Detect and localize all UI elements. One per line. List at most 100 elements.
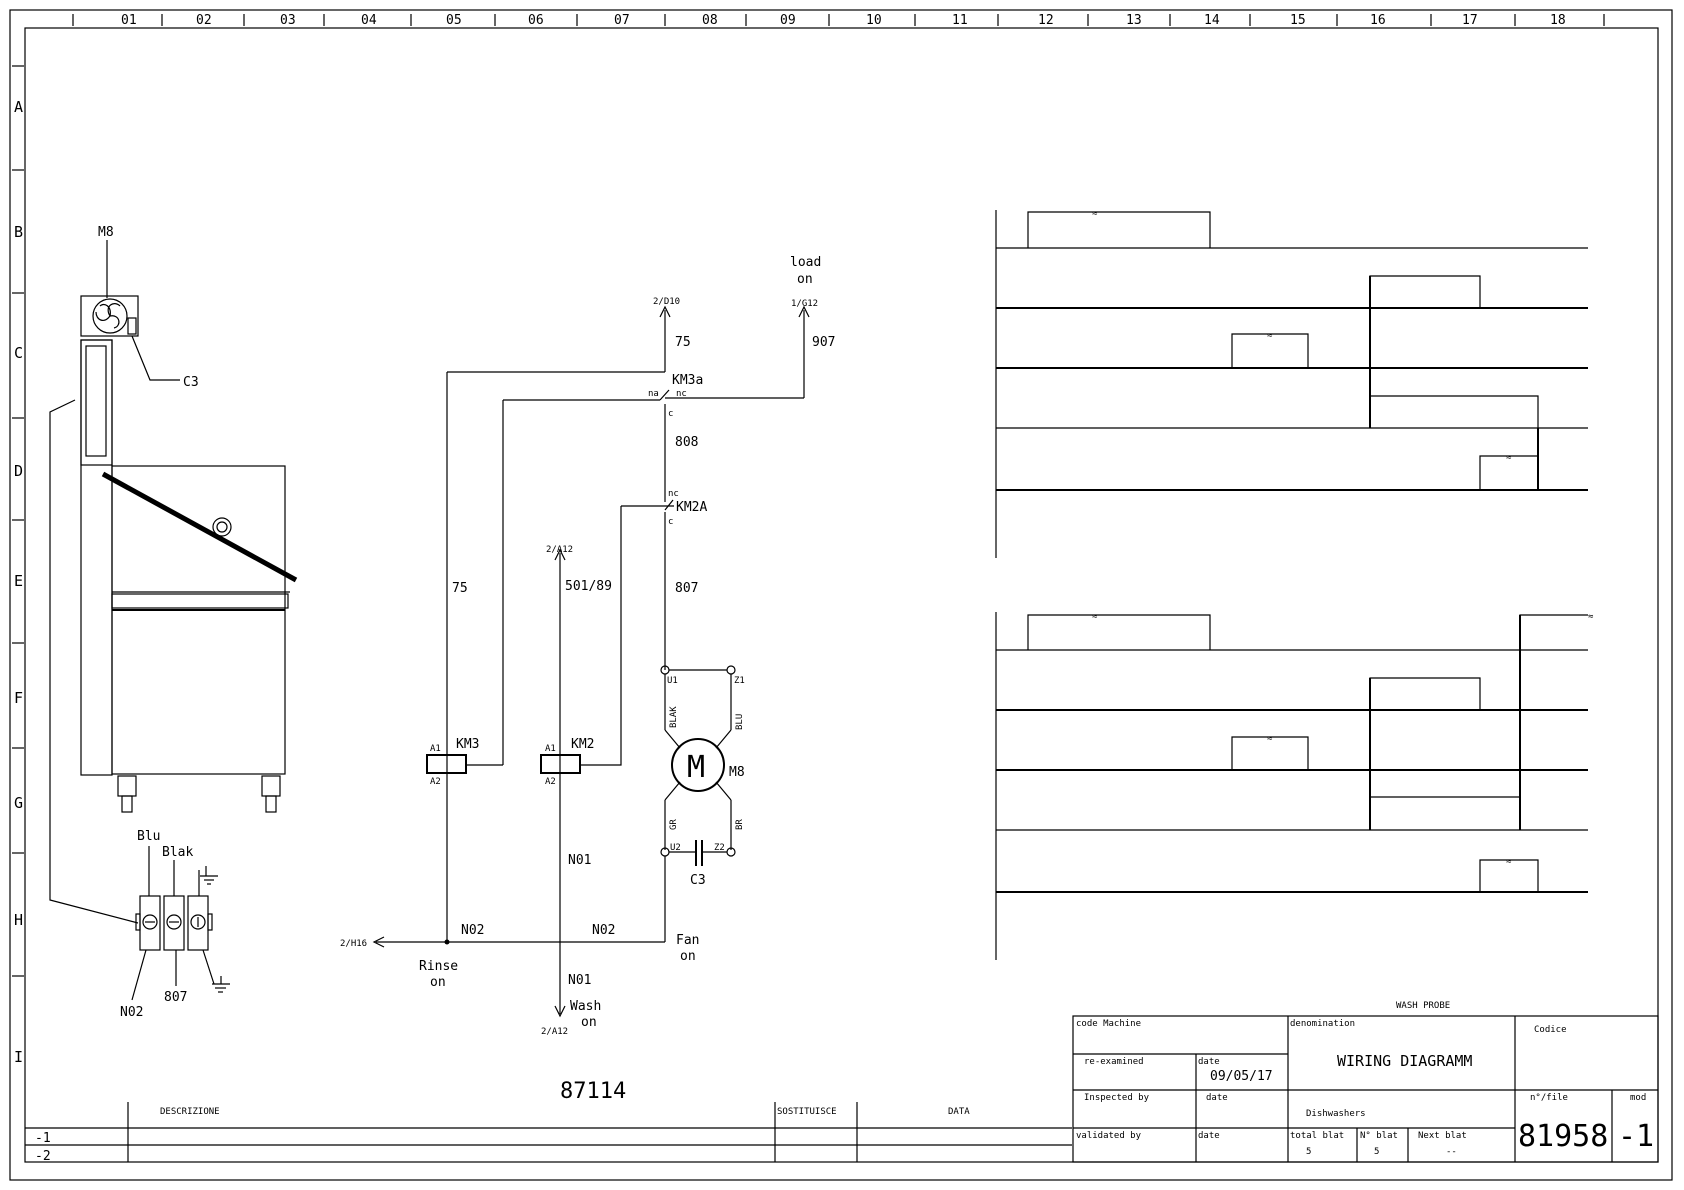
row-label: A [14, 98, 23, 116]
timing-diagram-bottom: ≈ ≈ ≈ ≈ [995, 612, 1594, 960]
col-label: 01 [121, 13, 137, 28]
wire-75-top: 75 [675, 335, 691, 350]
wire-907: 907 [812, 335, 835, 350]
motor-z1: Z1 [734, 676, 745, 686]
motor-u1: U1 [667, 676, 678, 686]
row-label: G [14, 794, 23, 812]
svg-text:≈: ≈ [1506, 453, 1512, 463]
hood-handle [101, 471, 298, 583]
row-label: D [14, 462, 23, 480]
fan-icon [92, 298, 128, 334]
row-label: I [14, 1048, 23, 1066]
motor-housing [80, 295, 139, 337]
svg-text:≈: ≈ [1092, 209, 1098, 219]
ref-2-a12-top: 2/A12 [546, 545, 573, 555]
wire-808: 808 [675, 435, 698, 450]
km3a-c: c [668, 409, 673, 419]
circuit-schematic: 2/D10 75 load on 1/G12 907 KM3a na nc c … [340, 255, 835, 1037]
tb-date-label: date [1198, 1057, 1220, 1067]
row-label: E [14, 572, 23, 590]
terminal-bottom-label: 807 [164, 990, 187, 1005]
km2a-nc: nc [668, 489, 679, 499]
rev-descrizione: DESCRIZIONE [160, 1107, 220, 1117]
motor-blak: BLAK [669, 706, 679, 728]
km3-coil [426, 754, 467, 774]
col-label: 02 [196, 13, 212, 28]
col-label: 06 [528, 13, 544, 28]
fan-on-label: Fan [676, 933, 699, 948]
revision-table: DESCRIZIONE SOSTITUISCE DATA -1 -2 [25, 1102, 1072, 1164]
tb-mod-value: -1 [1618, 1119, 1654, 1154]
tb-validated-by: validated by [1076, 1131, 1142, 1141]
tb-file-number: 81958 [1518, 1119, 1608, 1154]
svg-text:≈: ≈ [1267, 734, 1273, 744]
col-label: 04 [361, 13, 377, 28]
tb-denomination: denomination [1290, 1019, 1355, 1029]
rinse-on-label: Rinse [419, 959, 458, 974]
column-ruler [72, 14, 1605, 26]
col-label: 05 [446, 13, 462, 28]
col-label: 09 [780, 13, 796, 28]
km3-a2: A2 [430, 777, 441, 787]
tb-codice: Codice [1534, 1025, 1567, 1035]
ref-2-h16: 2/H16 [340, 939, 367, 949]
cap-label: C3 [690, 873, 706, 888]
terminal-top-label: Blak [162, 845, 193, 860]
svg-text:≈: ≈ [1267, 331, 1273, 341]
tb-next-blat-value: -- [1446, 1147, 1457, 1157]
tb-total-blat: total blat [1290, 1131, 1344, 1141]
svg-text:≈: ≈ [1506, 857, 1512, 867]
svg-text:≈: ≈ [1092, 612, 1098, 622]
km3-label: KM3 [456, 737, 479, 752]
ref-1-g12: 1/G12 [791, 299, 818, 309]
col-label: 15 [1290, 13, 1306, 28]
arrow-up [554, 548, 566, 561]
motor-z2: Z2 [714, 843, 725, 853]
wire-n01-mid: N01 [568, 853, 591, 868]
tb-code-machine: code Machine [1076, 1019, 1141, 1029]
row-label: B [14, 223, 23, 241]
terminal-top-label: Blu [137, 829, 160, 844]
col-label: 03 [280, 13, 296, 28]
km2-a1: A1 [545, 744, 556, 754]
wire-n02-right: N02 [592, 923, 615, 938]
tb-date-label-3: date [1198, 1131, 1220, 1141]
timing-diagram-top: ≈ ≈ ≈ [995, 209, 1588, 558]
wash-on-label: Wash [570, 999, 601, 1014]
wash-on-label: on [581, 1015, 597, 1030]
km2a-label: KM2A [676, 500, 707, 515]
row-label: C [14, 344, 23, 362]
wire-75-left: 75 [452, 581, 468, 596]
tb-nfile: n°/file [1530, 1093, 1568, 1103]
rev-data: DATA [948, 1107, 970, 1117]
wire-n01-bottom: N01 [568, 973, 591, 988]
column-labels: 01 02 03 04 05 06 07 08 09 10 11 12 13 1… [121, 13, 1566, 28]
km2-label: KM2 [571, 737, 594, 752]
wash-probe-label: WASH PROBE [1396, 1001, 1450, 1011]
load-on-label: on [797, 272, 813, 287]
load-on-label: load [790, 255, 821, 270]
motor-gr: GR [669, 819, 679, 830]
svg-text:≈: ≈ [1588, 612, 1594, 622]
km2-coil [540, 754, 581, 774]
col-label: 12 [1038, 13, 1054, 28]
arrow-down [554, 1005, 566, 1018]
sheet-frame: 01 02 03 04 05 06 07 08 09 10 11 12 13 1… [9, 9, 1673, 1181]
row-label: F [14, 689, 23, 707]
motor-br: BR [735, 819, 745, 830]
motor-u2: U2 [670, 843, 681, 853]
capacitor-box [127, 317, 137, 335]
tb-mod: mod [1630, 1093, 1646, 1103]
ref-2-d10: 2/D10 [653, 297, 680, 307]
motor-blu: BLU [735, 714, 745, 730]
machine-ledge [111, 593, 289, 609]
tb-inspected-by: Inspected by [1084, 1093, 1150, 1103]
tb-n-blat: N° blat [1360, 1131, 1398, 1141]
km3a-na: na [648, 389, 659, 399]
km3a-nc: nc [676, 389, 687, 399]
row-label: H [14, 911, 23, 929]
km2a-c: c [668, 517, 673, 527]
arrow-left [372, 936, 385, 948]
rinse-on-label: on [430, 975, 446, 990]
